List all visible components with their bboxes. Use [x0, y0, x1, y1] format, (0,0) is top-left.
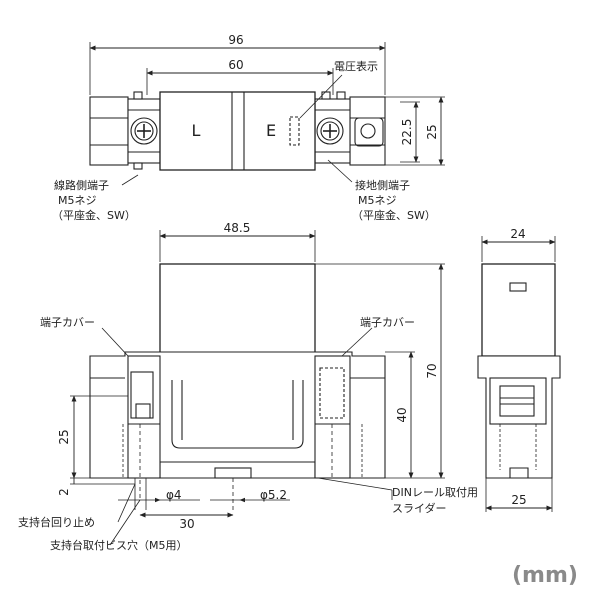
dim-front-hole-dia2: φ5.2: [260, 488, 287, 502]
unit-label: (mm): [512, 563, 578, 588]
label-voltage-display: 電圧表示: [334, 59, 378, 73]
label-ground-terminal: 接地側端子: [355, 179, 410, 192]
label-support-hole: 支持台取付ビス穴（M5用）: [50, 538, 188, 552]
label-support-stop: 支持台回り止め: [18, 515, 95, 529]
label-ground-washer: （平座金、SW）: [352, 208, 436, 222]
dim-top-height-outer: 25: [425, 124, 439, 139]
label-din-rail-2: スライダー: [392, 501, 447, 515]
dim-front-height-total: 70: [425, 363, 439, 378]
face-label-l: L: [192, 121, 201, 140]
label-terminal-cover-left: 端子カバー: [40, 316, 95, 329]
label-terminal-cover-right: 端子カバー: [360, 316, 415, 329]
dim-top-overall-width: 96: [228, 33, 243, 47]
label-line-screw: M5ネジ: [58, 194, 97, 207]
top-view: [89, 42, 445, 186]
dim-front-height-low: 25: [57, 429, 71, 444]
dim-front-height-mid: 40: [395, 407, 409, 422]
dim-top-inner-width: 60: [228, 58, 243, 72]
face-label-e: E: [266, 121, 276, 140]
dim-front-hole-spacing: 30: [179, 517, 194, 531]
label-ground-screw: M5ネジ: [358, 194, 397, 207]
front-view: [70, 230, 445, 546]
dim-front-body-width: 48.5: [224, 221, 251, 235]
dim-top-height-inner: 22.5: [400, 119, 414, 146]
side-view: [477, 236, 561, 512]
label-line-washer: （平座金、SW）: [52, 208, 136, 222]
dim-front-base-offset: 2: [57, 488, 71, 496]
label-din-rail-1: DINレール取付用: [392, 486, 478, 499]
label-line-terminal: 線路側端子: [54, 178, 109, 192]
dim-front-hole-dia: φ4: [166, 488, 182, 502]
dim-side-width-top: 24: [510, 227, 525, 241]
dim-side-width-bottom: 25: [511, 493, 526, 507]
